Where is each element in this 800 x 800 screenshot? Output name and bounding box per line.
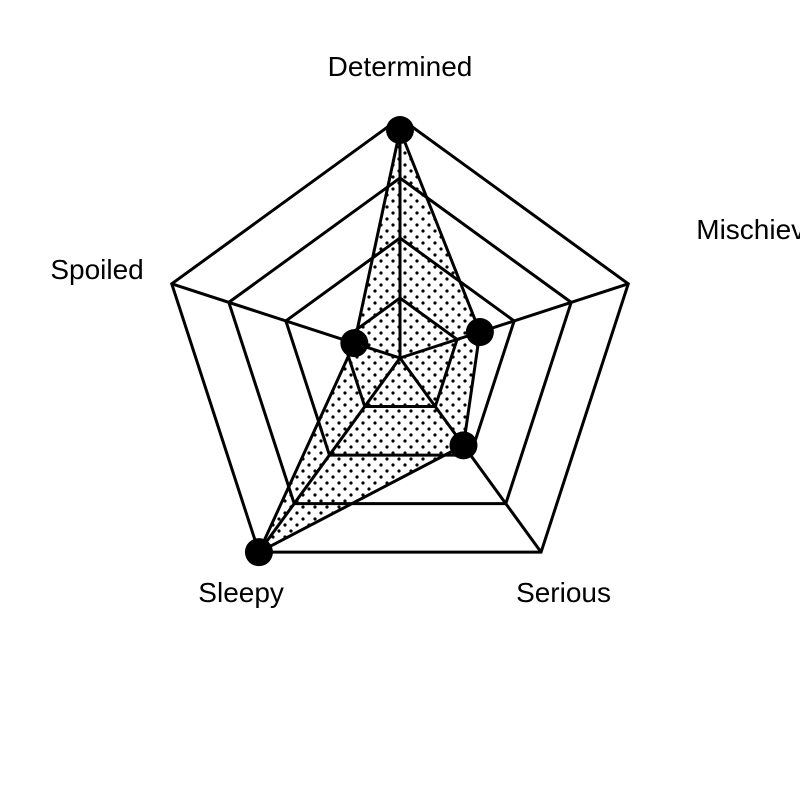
data-point-serious bbox=[449, 431, 478, 460]
radar-axis-labels: DeterminedMischievousSerious Sleepy Spoile… bbox=[50, 51, 800, 608]
data-point-determined bbox=[386, 116, 414, 144]
data-point-sleepy bbox=[244, 538, 273, 567]
radar-data-area bbox=[257, 128, 482, 554]
axis-label-sleepy: Sleepy bbox=[198, 577, 284, 608]
data-polygon bbox=[257, 128, 482, 554]
axis-label-determined: Determined bbox=[328, 51, 473, 82]
grid-ring-3 bbox=[227, 176, 573, 506]
axis-label-mischievous: Mischievous bbox=[696, 214, 800, 245]
data-point-mischievous bbox=[465, 318, 494, 347]
axis-label-serious: Serious bbox=[516, 577, 611, 608]
data-point-spoiled bbox=[340, 329, 369, 358]
radar-data-points bbox=[244, 116, 494, 567]
grid-ring-4 bbox=[169, 116, 631, 554]
axis-label-spoiled: Spoiled bbox=[50, 254, 143, 285]
